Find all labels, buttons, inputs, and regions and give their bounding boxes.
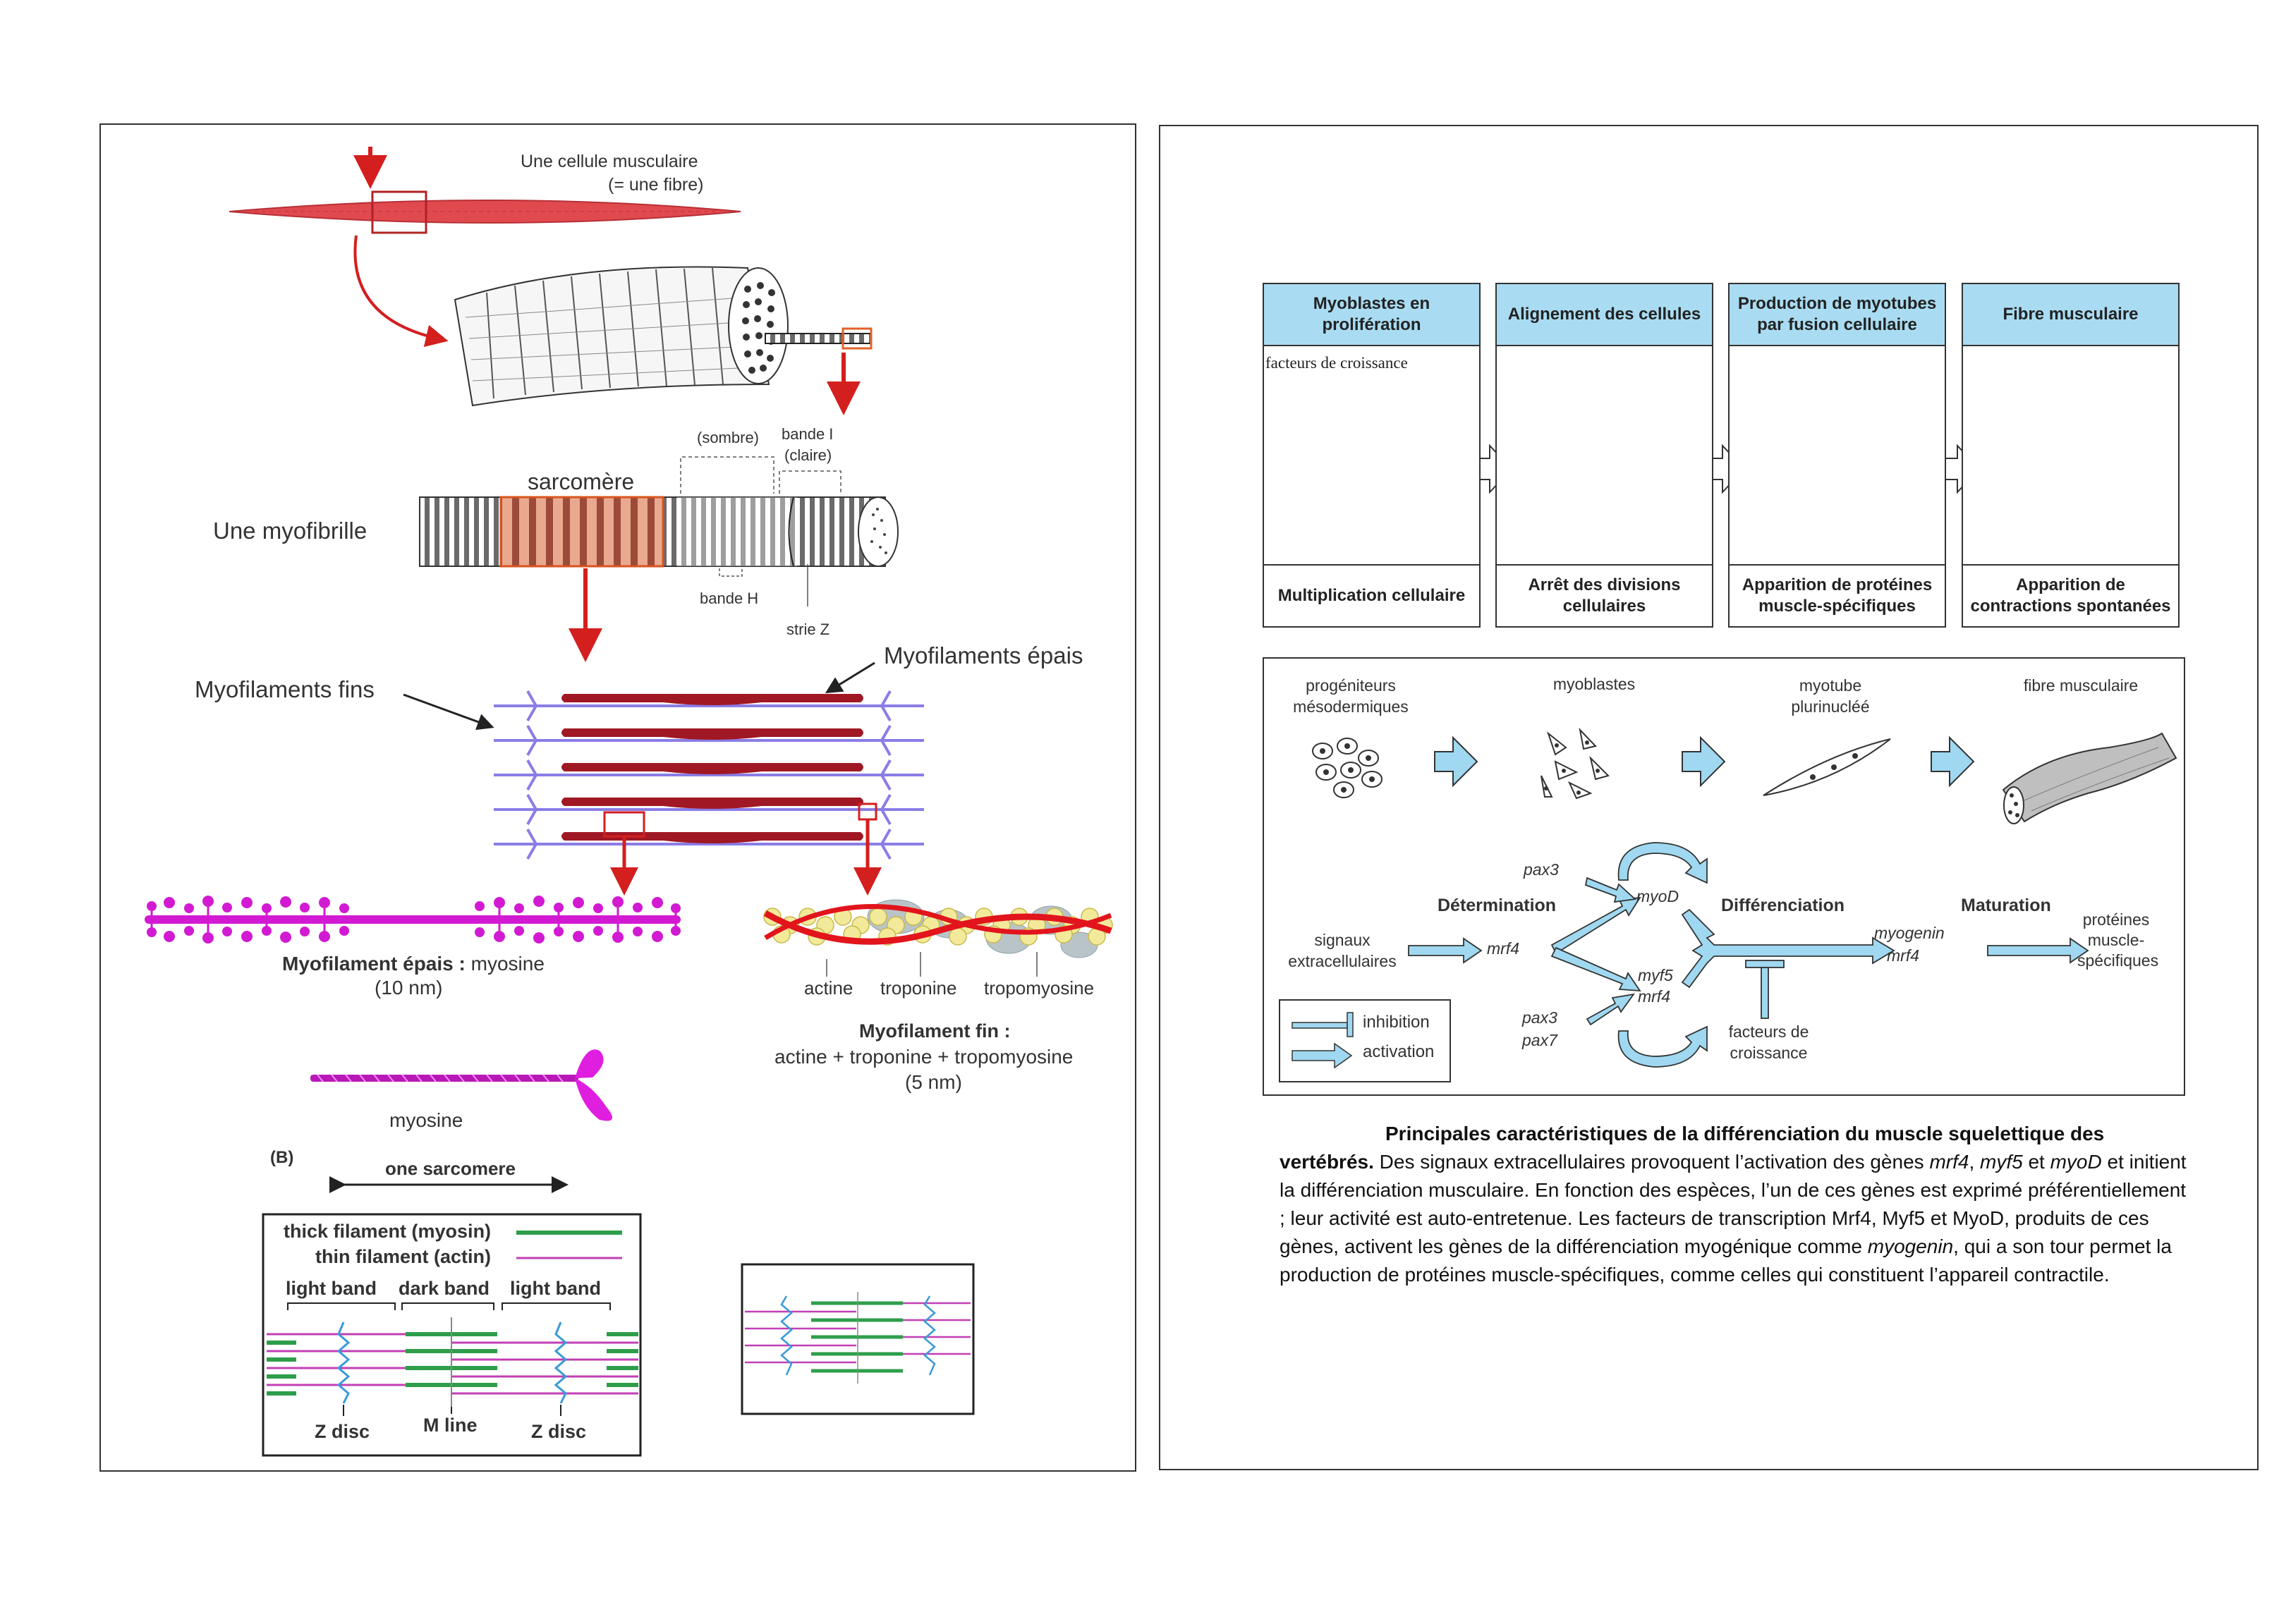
flow-step-4-footer: Apparition de contractions spontanées <box>1963 564 2178 626</box>
figure-caption: Principales caractéristiques de la diffé… <box>1280 1120 2189 1289</box>
determination-label: Détermination <box>1438 896 1557 915</box>
thick-filament-title-bold: Myofilament épais : <box>282 953 466 975</box>
curved-arrow-fiber <box>353 235 449 347</box>
light-band-label-2: light band <box>510 1278 601 1299</box>
caption-body-3: , qui a son tour permet la production de… <box>1280 1235 2172 1286</box>
network-legend <box>1279 999 1451 1082</box>
growth-factors-label: facteurs de croissance <box>1265 354 1408 372</box>
facteurs-label: facteurs de croissance <box>1728 1022 1809 1062</box>
actine-label: actine <box>804 977 853 999</box>
inhibition-symbol <box>1745 960 1785 1019</box>
caption-sep-2: et <box>2022 1151 2050 1173</box>
flow-step-4: Fibre musculaire Apparition de contracti… <box>1962 283 2180 628</box>
pax3-bottom-label: pax3 <box>1522 1008 1557 1027</box>
mrf4-right-label: mrf4 <box>1887 946 1919 965</box>
mrf4-left-label: mrf4 <box>1487 939 1519 958</box>
signaux-label: signaux extracellulaires <box>1288 931 1397 970</box>
bande-i-label: bande I <box>782 425 834 443</box>
tropomyosine-label: tropomyosine <box>984 977 1095 999</box>
flow-step-2-footer: Arrêt des divisions cellulaires <box>1497 564 1712 626</box>
stage1-label: progéniteurs mésodermiques <box>1293 676 1409 716</box>
myofilaments-epais-label: Myofilaments épais <box>884 642 1083 668</box>
legend-activation-label: activation <box>1363 1042 1435 1061</box>
z-disc-label-2: Z disc <box>531 1421 587 1442</box>
z-disc-label-1: Z disc <box>315 1421 370 1442</box>
flow-step-2: Alignement des cellules Arrêt des divisi… <box>1495 283 1713 628</box>
pax3-top-label: pax3 <box>1524 860 1559 879</box>
light-band-label-1: light band <box>286 1278 377 1299</box>
thick-myofilament <box>145 896 681 944</box>
thick-filament-title: Myofilament épais : myosine <box>282 953 545 975</box>
pointer-thick <box>825 661 875 694</box>
myosin-molecule <box>310 1049 612 1121</box>
legend-inhibition-label: inhibition <box>1363 1013 1430 1032</box>
mrf4-bottom-label: mrf4 <box>1638 987 1670 1006</box>
sarcomere-small-box <box>741 1263 975 1415</box>
one-sarcomere-label: one sarcomere <box>385 1158 516 1179</box>
thick-filament-title-rest: myosine <box>465 953 545 975</box>
thin-myofilament <box>763 899 1113 977</box>
caption-title: Principales caractéristiques de la diffé… <box>1280 1123 2105 1173</box>
regulatory-network <box>1408 842 2089 1068</box>
panel-b-label: (B) <box>270 1148 294 1167</box>
flow-step-1-footer: Multiplication cellulaire <box>1264 564 1479 626</box>
pointer-thin <box>403 693 494 731</box>
flow-step-1-header: Myoblastes en prolifération <box>1264 284 1479 346</box>
bande-h-label: bande H <box>700 590 759 607</box>
sarcomere-legend-box <box>262 1213 642 1457</box>
stage-arrows <box>1434 735 1975 788</box>
flow-step-1: Myoblastes en prolifération Multiplicati… <box>1263 283 1481 628</box>
muscle-fiber <box>229 190 741 234</box>
myofibril-bundle <box>454 266 873 407</box>
caption-gene-2: myf5 <box>1980 1151 2023 1173</box>
thin-filament-legend: thin filament (actin) <box>315 1246 491 1267</box>
cell-label-sub: (= une fibre) <box>608 175 704 195</box>
myofilaments-fins-label: Myofilaments fins <box>195 676 375 702</box>
thick-filament-legend: thick filament (myosin) <box>284 1221 492 1242</box>
stage3-label: myotube plurinucléé <box>1791 676 1870 716</box>
flow-step-3: Production de myotubes par fusion cellul… <box>1728 283 1946 628</box>
pax7-label: pax7 <box>1522 1031 1557 1049</box>
regulation-stage-drawings <box>1312 727 2177 824</box>
caption-gene-3: myoD <box>2050 1151 2102 1173</box>
strie-z-label: strie Z <box>786 621 830 638</box>
caption-gene-1: mrf4 <box>1929 1151 1969 1173</box>
maturation-label: Maturation <box>1961 896 2051 915</box>
flow-step-3-footer: Apparition de protéines muscle-spécifiqu… <box>1730 564 1945 626</box>
sarcomere-label: sarcomère <box>528 469 635 494</box>
thin-filament-title: Myofilament fin : <box>859 1020 1011 1042</box>
caption-body-1: Des signaux extracellulaires provoquent … <box>1373 1151 1930 1173</box>
thin-filament-composition: actine + troponine + tropomyosine <box>774 1046 1074 1068</box>
flow-step-2-header: Alignement des cellules <box>1497 284 1712 346</box>
m-line-label: M line <box>423 1415 478 1436</box>
stage2-label: myoblastes <box>1552 675 1636 693</box>
thick-filament-size: (10 nm) <box>375 977 443 999</box>
myod-label: myoD <box>1636 887 1679 905</box>
myosine-label: myosine <box>389 1109 463 1131</box>
caption-sep-1: , <box>1969 1151 1980 1173</box>
caption-body-2: et initient la différenciation musculair… <box>1280 1151 2187 1257</box>
troponine-label: troponine <box>880 977 957 999</box>
caption-gene-4: myogenin <box>1867 1235 1954 1257</box>
cell-label: Une cellule musculaire <box>521 152 698 171</box>
sombre-label: (sombre) <box>697 429 760 446</box>
band-annotations <box>680 456 841 606</box>
thin-filament-size: (5 nm) <box>905 1071 962 1093</box>
claire-label: (claire) <box>784 446 832 464</box>
myofibril-cylinder <box>419 496 899 568</box>
dark-band-label: dark band <box>399 1278 490 1299</box>
stage4-label: fibre musculaire <box>2023 676 2139 695</box>
myogenin-label: myogenin <box>1874 924 1945 942</box>
differenciation-label: Différenciation <box>1721 896 1845 915</box>
proteines-label: protéines muscle-spécifiques <box>2077 910 2159 970</box>
flow-step-3-header: Production de myotubes par fusion cellul… <box>1730 284 1945 346</box>
filament-lattice <box>494 690 924 860</box>
myofibrille-label: Une myofibrille <box>213 518 367 544</box>
myf5-label: myf5 <box>1638 966 1673 984</box>
flow-step-4-header: Fibre musculaire <box>1963 284 2178 346</box>
